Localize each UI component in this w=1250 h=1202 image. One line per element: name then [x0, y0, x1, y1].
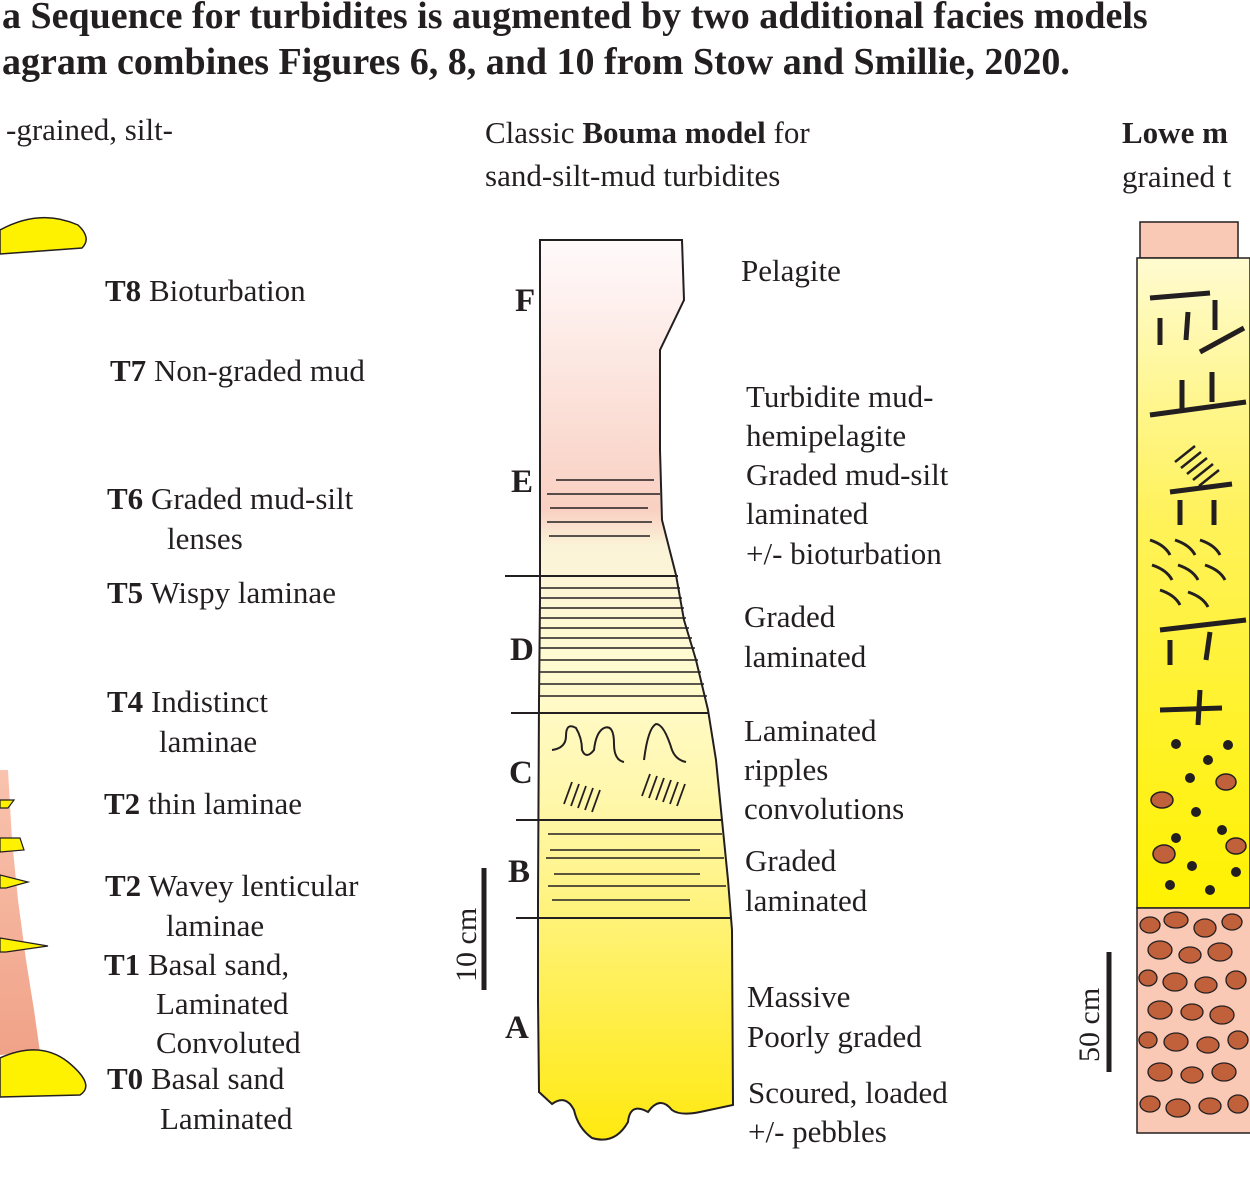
basal-sand-lens: [0, 1049, 87, 1098]
unit-t5: T5 Wispy laminae: [107, 575, 336, 610]
unit-t0: T0 Basal sand: [107, 1061, 285, 1096]
unit-t4-line2: laminae: [159, 724, 258, 759]
unit-t1-line3: Convoluted: [156, 1025, 301, 1060]
desc-d-1: Graded: [744, 599, 836, 634]
unit-t8: T8 Bioturbation: [105, 273, 306, 308]
bouma-letter-f: F: [515, 283, 536, 319]
lowe-subtitle: grained t: [1122, 159, 1232, 194]
bouma-title: Classic Bouma model for: [485, 115, 810, 150]
unit-t0-line2: Laminated: [160, 1101, 293, 1136]
unit-t2-wavey-line2: laminae: [166, 908, 265, 943]
desc-f: Pelagite: [741, 253, 841, 288]
desc-a-1: Massive: [747, 979, 851, 1014]
unit-t2-wavey: T2 Wavey lenticular: [105, 868, 359, 903]
left-column: [0, 216, 87, 1098]
unit-t1: T1 Basal sand,: [104, 947, 290, 982]
bouma-letter-d: D: [510, 632, 534, 668]
desc-e-2: hemipelagite: [746, 418, 907, 453]
lowe-scale-label: 50 cm: [1073, 987, 1106, 1062]
desc-a-4: +/- pebbles: [748, 1114, 887, 1149]
desc-a-3: Scoured, loaded: [748, 1075, 948, 1110]
desc-c-1: Laminated: [744, 713, 877, 748]
top-sand-lens: [0, 216, 87, 255]
bouma-letter-a: A: [505, 1010, 529, 1046]
lowe-column: [1136, 221, 1250, 1134]
bouma-subtitle: sand-silt-mud turbidites: [485, 158, 781, 193]
bouma-letter-b: B: [508, 854, 531, 890]
bouma-scale-label: 10 cm: [450, 907, 483, 982]
desc-b-2: laminated: [745, 883, 868, 918]
desc-c-3: convolutions: [744, 791, 905, 826]
unit-t1-line2: Laminated: [156, 986, 289, 1021]
desc-e-5: +/- bioturbation: [746, 536, 942, 571]
header-line-1: a Sequence for turbidites is augmented b…: [2, 0, 1148, 37]
lowe-title: Lowe m: [1122, 115, 1228, 150]
desc-e-3: Graded mud-silt: [746, 457, 949, 492]
left-model-title: -grained, silt-: [6, 112, 174, 147]
desc-c-2: ripples: [744, 752, 829, 787]
bouma-letter-e: E: [511, 464, 534, 500]
desc-d-2: laminated: [744, 639, 867, 674]
unit-t6-line2: lenses: [167, 521, 243, 556]
bouma-letter-c: C: [509, 755, 533, 791]
desc-a-2: Poorly graded: [747, 1019, 922, 1054]
bouma-column: [505, 239, 735, 1141]
desc-b-1: Graded: [745, 843, 837, 878]
desc-e-4: laminated: [746, 496, 869, 531]
desc-e-1: Turbidite mud-: [746, 379, 934, 414]
unit-t4: T4 Indistinct: [107, 684, 269, 719]
header-line-2: agram combines Figures 6, 8, and 10 from…: [2, 41, 1070, 83]
unit-t2-thin: T2 thin laminae: [104, 786, 303, 821]
unit-t6: T6 Graded mud-silt: [107, 481, 354, 516]
unit-t7: T7 Non-graded mud: [110, 353, 365, 388]
